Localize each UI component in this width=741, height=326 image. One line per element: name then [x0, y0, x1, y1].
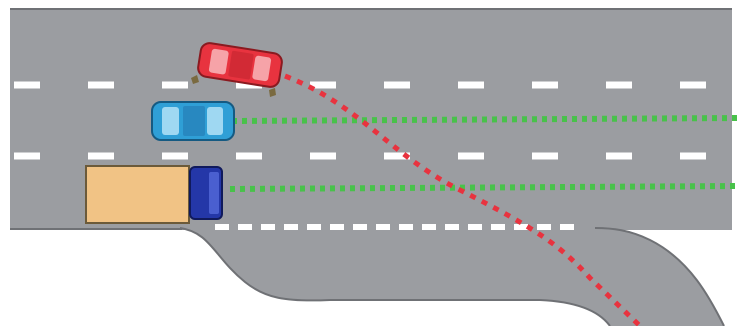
blue-car-rear-window [162, 107, 179, 135]
straight-paths [229, 115, 739, 192]
lane-markings [14, 81, 732, 230]
truck-windshield [209, 172, 219, 214]
exit-ramp [180, 228, 724, 326]
truck-path [229, 183, 739, 192]
truck-cargo-box [85, 165, 190, 224]
red-car-wheel [191, 75, 199, 84]
red-car-maneuver-path [284, 73, 642, 326]
red-car-rear-window [208, 48, 229, 75]
blue-car-path [231, 115, 739, 124]
blue-car-windshield [207, 107, 223, 135]
red-car-wheel [269, 88, 276, 97]
red-car-roof [228, 50, 254, 80]
blue-car [151, 101, 235, 141]
red-car-wheels [191, 75, 276, 97]
red-car-windshield [252, 55, 272, 82]
ramp-left-edge [179, 227, 611, 326]
ramp-right-edge [594, 227, 725, 326]
truck [85, 165, 223, 224]
red-car [197, 42, 283, 88]
blue-car-roof [183, 106, 205, 136]
